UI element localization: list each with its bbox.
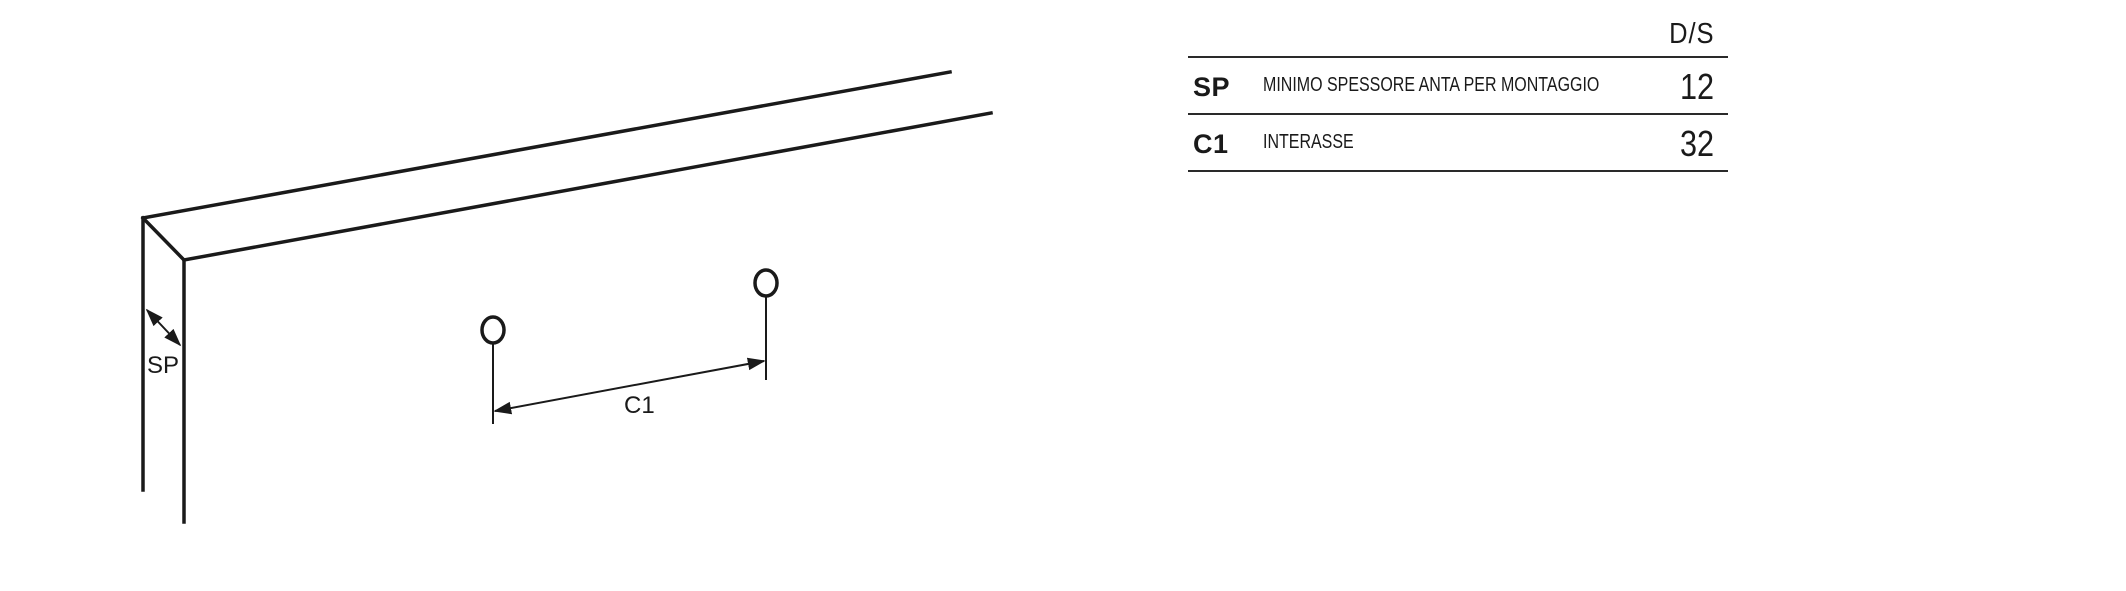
- spec-description: INTERASSE: [1263, 131, 1354, 153]
- spec-row-sp: SP MINIMO SPESSORE ANTA PER MONTAGGIO 12: [1188, 58, 1728, 115]
- spec-table-header: D/S: [1188, 14, 1728, 58]
- hole-left: [480, 315, 506, 345]
- panel-corner-bevel: [140, 215, 187, 263]
- sp-label: SP: [147, 352, 179, 379]
- panel-top-front-edge: [181, 110, 994, 263]
- spec-description: MINIMO SPESSORE ANTA PER MONTAGGIO: [1263, 74, 1600, 96]
- spec-code: SP: [1193, 72, 1231, 102]
- sp-arrow: [145, 308, 182, 347]
- panel-outline: [140, 69, 994, 524]
- panel-top-back-edge: [140, 69, 953, 221]
- spec-value: 32: [1679, 123, 1714, 164]
- sp-dimension: SP: [145, 308, 182, 379]
- hole-right: [753, 268, 779, 298]
- c1-dimension: [492, 296, 767, 424]
- spec-table: D/S SP MINIMO SPESSORE ANTA PER MONTAGGI…: [1188, 14, 1728, 172]
- holes: [480, 268, 779, 345]
- spec-code: C1: [1193, 129, 1229, 159]
- column-header-ds: D/S: [1668, 18, 1714, 50]
- c1-arrow: [493, 357, 766, 415]
- panel-drawing: SP C1: [140, 69, 994, 524]
- spec-value: 12: [1679, 66, 1714, 107]
- c1-label: C1: [624, 392, 655, 419]
- spec-row-c1: C1 INTERASSE 32: [1188, 115, 1728, 172]
